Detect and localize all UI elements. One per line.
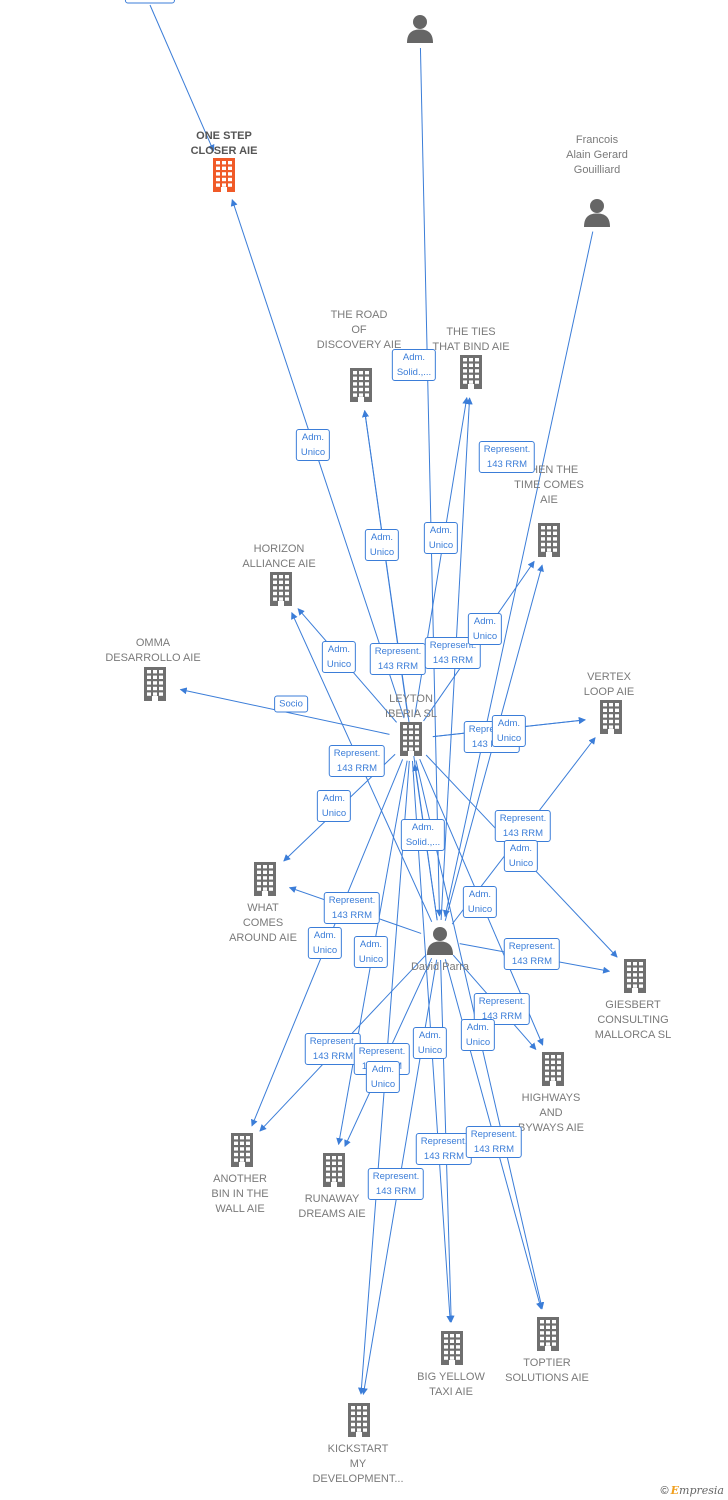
building-icon[interactable]	[251, 861, 279, 902]
node-label-kickstart[interactable]: KICKSTART MY DEVELOPMENT...	[312, 1443, 404, 1485]
building-icon[interactable]	[228, 1132, 256, 1173]
node-label-horizon-alliance[interactable]: HORIZON ALLIANCE AIE	[242, 543, 316, 570]
node-label-omma-desarrollo[interactable]: OMMA DESARROLLO AIE	[105, 637, 201, 664]
edge-role-label[interactable]: Adm. Unico	[503, 840, 539, 872]
edge-role-label[interactable]: Represent. 143 RRM	[494, 810, 552, 842]
node-label-road-of-discovery[interactable]: THE ROAD OF DISCOVERY AIE	[316, 309, 402, 351]
empresia-watermark: ©Empresia	[661, 1484, 724, 1497]
edge-role-label[interactable]: Adm. Unico	[412, 1027, 448, 1059]
edge-role-label[interactable]: Represent. 143 RRM	[465, 1126, 523, 1158]
edge-role-label[interactable]: Adm. Unico	[491, 715, 527, 747]
edge-role-label[interactable]: Adm. Solid.,...	[400, 819, 446, 851]
edge-role-label[interactable]: Socio	[274, 695, 308, 713]
building-icon[interactable]	[397, 721, 425, 762]
node-label-toptier-solutions[interactable]: TOPTIER SOLUTIONS AIE	[505, 1357, 589, 1384]
building-icon[interactable]	[457, 354, 485, 395]
building-icon[interactable]	[438, 1330, 466, 1371]
node-label-francois[interactable]: Francois Alain Gerard Gouilliard	[566, 134, 628, 176]
building-icon[interactable]	[621, 958, 649, 999]
edge-role-label[interactable]: Represent. 143 RRM	[473, 993, 531, 1025]
edge-role-label[interactable]: 143 RRM	[124, 0, 176, 4]
edge-top-cut-to-one-step-closer	[149, 4, 215, 152]
edge-role-label[interactable]: Adm. Unico	[423, 522, 459, 554]
node-label-ties-that-bind[interactable]: THE TIES THAT BIND AIE	[432, 326, 510, 353]
edge-role-label[interactable]: Adm. Unico	[295, 429, 331, 461]
node-label-giesbert-consulting[interactable]: GIESBERT CONSULTING MALLORCA SL	[594, 999, 672, 1041]
building-icon[interactable]	[597, 699, 625, 740]
building-icon[interactable]	[347, 367, 375, 408]
edge-role-label[interactable]: Represent. 143 RRM	[328, 745, 386, 777]
edge-role-label[interactable]: Represent. 143 RRM	[323, 892, 381, 924]
node-label-one-step-closer[interactable]: ONE STEP CLOSER AIE	[190, 130, 258, 157]
building-icon[interactable]	[534, 1316, 562, 1357]
edge-francois-to-david-parra	[442, 231, 594, 918]
node-label-leyton-iberia[interactable]: LEYTON IBERIA SL	[385, 693, 437, 720]
edge-role-label[interactable]: Adm. Unico	[353, 936, 389, 968]
edge-top-person-to-david-parra	[419, 47, 443, 917]
building-icon[interactable]	[345, 1402, 373, 1443]
node-label-vertex-loop[interactable]: VERTEX LOOP AIE	[583, 671, 635, 698]
node-label-another-bin[interactable]: ANOTHER BIN IN THE WALL AIE	[211, 1173, 269, 1215]
building-icon[interactable]	[320, 1152, 348, 1193]
person-icon[interactable]	[582, 197, 612, 232]
edge-role-label[interactable]: Adm. Unico	[460, 1019, 496, 1051]
person-icon[interactable]	[405, 13, 435, 48]
building-icon[interactable]	[535, 522, 563, 563]
edge-role-label[interactable]: Adm. Unico	[316, 790, 352, 822]
edge-role-label[interactable]: Represent. 143 RRM	[503, 938, 561, 970]
brand-name: mpresia	[679, 1484, 724, 1497]
edge-role-label[interactable]: Adm. Unico	[307, 927, 343, 959]
copyright-symbol: ©	[660, 1485, 669, 1497]
edge-role-label[interactable]: Adm. Unico	[364, 529, 400, 561]
node-label-highways-and-byways[interactable]: HIGHWAYS AND BYWAYS AIE	[517, 1092, 585, 1134]
edge-role-label[interactable]: Adm. Unico	[365, 1061, 401, 1093]
building-icon[interactable]	[539, 1051, 567, 1092]
edge-role-label[interactable]: Adm. Solid.,...	[391, 349, 437, 381]
node-label-big-yellow-taxi[interactable]: BIG YELLOW TAXI AIE	[417, 1371, 485, 1398]
edge-role-label[interactable]: Represent. 143 RRM	[478, 441, 536, 473]
edge-role-label[interactable]: Adm. Unico	[462, 886, 498, 918]
edge-role-label[interactable]: Adm. Unico	[321, 641, 357, 673]
building-icon[interactable]	[141, 666, 169, 707]
edge-role-label[interactable]: Adm. Unico	[467, 613, 503, 645]
node-label-david-parra[interactable]: David Parra	[410, 961, 470, 973]
node-label-runaway-dreams[interactable]: RUNAWAY DREAMS AIE	[298, 1193, 366, 1220]
edge-role-label[interactable]: Represent. 143 RRM	[415, 1133, 473, 1165]
building-icon[interactable]	[210, 157, 238, 198]
brand-initial: E	[670, 1484, 680, 1497]
person-icon[interactable]	[425, 925, 455, 960]
edge-role-label[interactable]: Represent. 143 RRM	[367, 1168, 425, 1200]
building-icon[interactable]	[267, 571, 295, 612]
node-label-what-comes-around[interactable]: WHAT COMES AROUND AIE	[229, 902, 297, 944]
edge-role-label[interactable]: Represent. 143 RRM	[369, 643, 427, 675]
